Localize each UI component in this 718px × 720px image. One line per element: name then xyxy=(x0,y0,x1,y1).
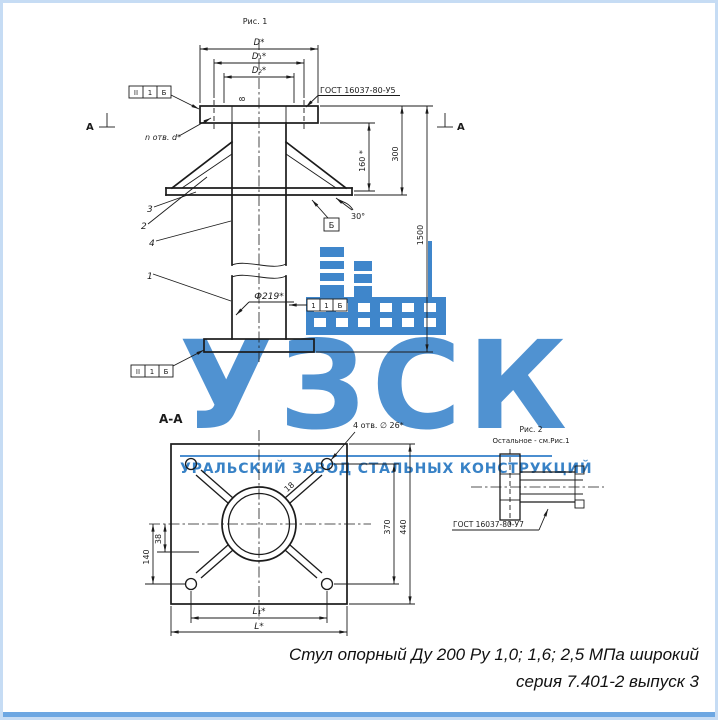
aa-holes-note: 4 отв. ∅ 26* xyxy=(330,421,404,461)
fig2-gost-note: ГОСТ 16037-80-У7 xyxy=(452,508,549,531)
aa-right-dims: 370 440 xyxy=(334,443,415,605)
fig1-section-marks: А А xyxy=(86,113,465,133)
fig1-weld-flag-bottom: II 1 Б xyxy=(130,349,205,378)
view-b-letter: Б xyxy=(329,221,335,230)
weld-bottom-seg1: II xyxy=(136,368,140,376)
dim-label-440: 440 xyxy=(399,519,408,534)
fig1-view-b-flag: Б xyxy=(311,199,340,232)
dim-label-1500: 1500 xyxy=(416,225,425,245)
aa-pipe-section xyxy=(221,486,297,562)
fig1-weld-flag-mid: 1 1 Б xyxy=(289,298,348,312)
fig2-gost-text: ГОСТ 16037-80-У7 xyxy=(453,520,524,529)
fig1-right-dims: 160 * 300 30° 1500 xyxy=(316,105,433,353)
weld-mid-seg2: 1 xyxy=(324,302,328,310)
fig1-holes-note: n отв. d* xyxy=(145,117,212,142)
fig1-gussets xyxy=(170,140,348,190)
fig2-pipe-stub xyxy=(520,465,585,509)
caption-line1: Стул опорный Ду 200 Ру 1,0; 1,6; 2,5 МПа… xyxy=(288,645,699,665)
dim-label-370: 370 xyxy=(383,519,392,534)
section-aa-title: А-А xyxy=(159,412,183,426)
fig1-elevation: Рис. 1 D* xyxy=(86,17,465,378)
technical-drawing: Рис. 1 D* xyxy=(86,17,604,636)
callout-1: 1 xyxy=(147,272,153,282)
fig1-diameter-dims: D* D₁* D₂* 8 xyxy=(199,38,319,103)
aa-bottom-dims: L₁* L* xyxy=(170,591,348,636)
dim-label-D1: D₁* xyxy=(252,52,266,62)
dim-label-L: L* xyxy=(254,622,264,632)
fig2-flange xyxy=(499,449,521,525)
aa-holes-note-text: 4 отв. ∅ 26* xyxy=(353,421,404,430)
fig1-support-plate xyxy=(165,187,353,196)
weld-top-seg1: II xyxy=(134,89,138,97)
dim-label-D2: D₂* xyxy=(252,66,266,76)
fig1-gost-note: ГОСТ 16037-80-У5 xyxy=(305,86,400,108)
holes-note-text: n отв. d* xyxy=(145,133,181,142)
fig1-pipe-dia: Ф219* xyxy=(235,292,294,316)
callout-4: 4 xyxy=(149,239,155,249)
fig1-weld-flag-top: II 1 Б xyxy=(128,85,200,110)
weld-mid-seg3: Б xyxy=(338,302,343,310)
fig1-title: Рис. 1 xyxy=(243,17,268,26)
section-letter-right: А xyxy=(457,122,465,133)
section-aa-view: А-А xyxy=(142,412,415,636)
dim-label-38: 38 xyxy=(154,534,163,544)
uzsk-subtitle-text: УРАЛЬСКИЙ ЗАВОД СТАЛЬНЫХ КОНСТРУКЦИЙ xyxy=(180,455,592,477)
dim-label-30deg: 30° xyxy=(351,212,365,221)
weld-bottom-seg3: Б xyxy=(164,368,169,376)
weld-mid-seg1: 1 xyxy=(311,302,315,310)
dim-label-300: 300 xyxy=(391,146,400,161)
aa-corner-holes xyxy=(184,457,334,591)
callout-2: 2 xyxy=(141,222,147,232)
fig1-pipe xyxy=(231,122,287,340)
fig2-detail: Рис. 2 Остальное - см.Рис.1 ГОСТ 16037-8… xyxy=(452,425,604,531)
fig2-title: Рис. 2 xyxy=(519,425,542,434)
bottom-border-bar xyxy=(3,712,715,717)
dim-label-18: 18 xyxy=(283,480,297,493)
weld-top-seg2: 1 xyxy=(148,89,152,97)
caption-line2: серия 7.401-2 выпуск 3 xyxy=(516,671,699,691)
dim-label-D: D* xyxy=(254,38,265,48)
aa-gussets xyxy=(195,469,323,579)
uzsk-brand-text: УЗСК xyxy=(179,315,573,457)
aa-left-dims: 140 38 xyxy=(142,524,199,585)
dim-label-140: 140 xyxy=(142,549,151,564)
dim-label-L1: L₁* xyxy=(252,607,266,617)
drawing-caption: Стул опорный Ду 200 Ру 1,0; 1,6; 2,5 МПа… xyxy=(289,642,699,695)
dim-label-pipe-dia: Ф219* xyxy=(254,292,284,302)
weld-bottom-seg2: 1 xyxy=(150,368,154,376)
fig2-note: Остальное - см.Рис.1 xyxy=(492,437,569,445)
dim-label-160: 160 * xyxy=(358,150,367,172)
dim-label-8: 8 xyxy=(238,96,247,101)
fig1-top-flange xyxy=(199,100,319,129)
fig1-base-plate xyxy=(203,338,315,353)
callout-3: 3 xyxy=(147,205,153,215)
fig1-part-callouts: 3 2 4 1 xyxy=(141,176,232,302)
gost-top-text: ГОСТ 16037-80-У5 xyxy=(320,86,396,95)
weld-top-seg3: Б xyxy=(162,89,167,97)
section-letter-left: А xyxy=(86,122,94,133)
